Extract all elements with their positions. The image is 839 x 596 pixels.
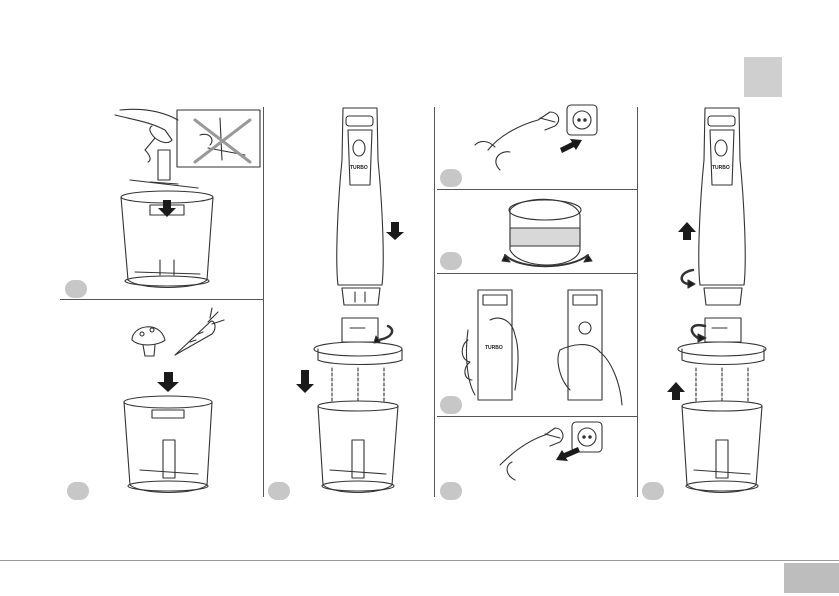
- arrow-up-icon: [678, 222, 696, 240]
- arrow-left-icon: [556, 447, 580, 461]
- step-number-2: [67, 482, 89, 500]
- chopper-bowl-icon: [318, 401, 398, 493]
- hand-icon: [115, 109, 178, 162]
- plug-icon: [475, 112, 559, 170]
- blade-icon: [130, 150, 198, 188]
- arrow-down-icon: [386, 222, 404, 240]
- step-number-3: [268, 482, 290, 500]
- arrow-down-icon: [157, 372, 179, 392]
- mushroom-icon: [132, 327, 165, 356]
- cross-icon: [195, 120, 250, 162]
- rotate-arrow-icon: [374, 326, 392, 343]
- lid-icon: [314, 318, 402, 365]
- rotate-arrow-icon: [682, 270, 695, 288]
- chopper-bowl-icon: [124, 396, 212, 493]
- carrot-icon: [175, 308, 224, 355]
- arrow-right-icon: [560, 139, 582, 153]
- step-number-4: [440, 169, 462, 187]
- plug-icon: [500, 428, 563, 480]
- hand-icon: [462, 318, 518, 395]
- page-number-box: [784, 563, 839, 593]
- step-number-7: [440, 482, 462, 500]
- turbo-label: TURBO: [712, 165, 730, 171]
- turbo-label: TURBO: [350, 165, 368, 171]
- socket-icon: [567, 105, 597, 135]
- arrow-down-icon: [296, 370, 314, 393]
- step-number-8: [642, 482, 664, 500]
- rotate-arrow-icon: [692, 325, 706, 342]
- socket-icon: [572, 422, 602, 452]
- arrow-up-icon: [667, 382, 685, 400]
- chopper-bowl-icon: [682, 401, 762, 493]
- lid-icon: [678, 318, 766, 365]
- speed-ring-icon: [509, 199, 581, 265]
- motor-unit-icon: [699, 108, 745, 305]
- step-number-6: [440, 396, 462, 414]
- step-number-1: [65, 280, 87, 298]
- motor-unit-icon: [337, 108, 383, 305]
- turbo-label: TURBO: [485, 345, 503, 351]
- footer-rule: [0, 560, 839, 561]
- step-number-5: [440, 252, 462, 270]
